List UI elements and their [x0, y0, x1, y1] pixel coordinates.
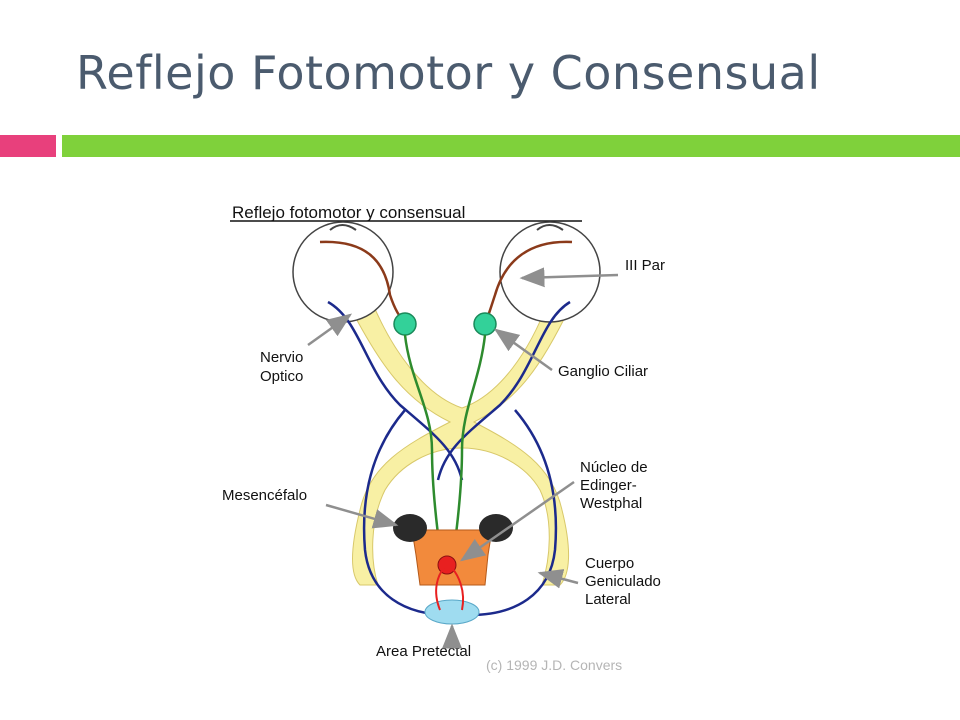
preganglionic-fiber-left — [403, 334, 442, 551]
optic-fiber-right — [436, 300, 571, 481]
label-iii-par: III Par — [625, 257, 665, 274]
label-mesencefalo: Mesencéfalo — [222, 487, 307, 504]
midbrain-dark-left — [393, 514, 427, 542]
label-lateral: Lateral — [585, 591, 631, 608]
label-area-pretectal: Area Pretectal — [376, 643, 471, 660]
reflex-diagram-svg: Reflejo fotomotor y consensual I — [222, 203, 665, 673]
label-nervio: Nervio — [260, 349, 303, 366]
label-optico: Optico — [260, 368, 303, 385]
accent-bar-pink — [0, 135, 56, 157]
reflex-diagram: Reflejo fotomotor y consensual I — [200, 190, 720, 690]
preganglionic-fiber-right — [452, 334, 487, 551]
arrow-cuerpo-geniculado — [537, 569, 579, 589]
optic-tract-left — [362, 409, 451, 617]
label-ganglio-ciliar: Ganglio Ciliar — [558, 363, 648, 380]
arrow-mesencefalo — [325, 503, 399, 529]
label-nucleo-1: Núcleo de — [580, 459, 648, 476]
diagram-heading: Reflejo fotomotor y consensual — [232, 203, 465, 222]
label-nucleo-3: Westphal — [580, 495, 642, 512]
copyright-text: (c) 1999 J.D. Convers — [486, 657, 622, 673]
label-geniculado: Geniculado — [585, 573, 661, 590]
pretectal-area — [424, 599, 480, 625]
label-nucleo-2: Edinger- — [580, 477, 637, 494]
afferent-red-fibers — [435, 567, 464, 611]
ciliary-ganglion-left — [393, 312, 417, 336]
midbrain-dark-right — [479, 514, 513, 542]
ciliary-ganglion-right — [473, 312, 497, 336]
arrow-nucleo — [459, 480, 575, 562]
accent-bar-green — [62, 135, 960, 157]
optic-pathway — [349, 301, 571, 586]
label-cuerpo: Cuerpo — [585, 555, 634, 572]
arrow-iii-par — [519, 267, 619, 288]
arrow-nervio-optico — [307, 313, 353, 347]
slide-title: Reflejo Fotomotor y Consensual — [76, 46, 821, 100]
arrow-ganglio-ciliar — [493, 328, 553, 372]
right-eye — [499, 221, 601, 323]
left-eye-iris — [329, 224, 357, 231]
left-eye — [292, 221, 394, 323]
optic-tract-right — [469, 409, 558, 617]
right-eye-iris — [536, 224, 564, 231]
